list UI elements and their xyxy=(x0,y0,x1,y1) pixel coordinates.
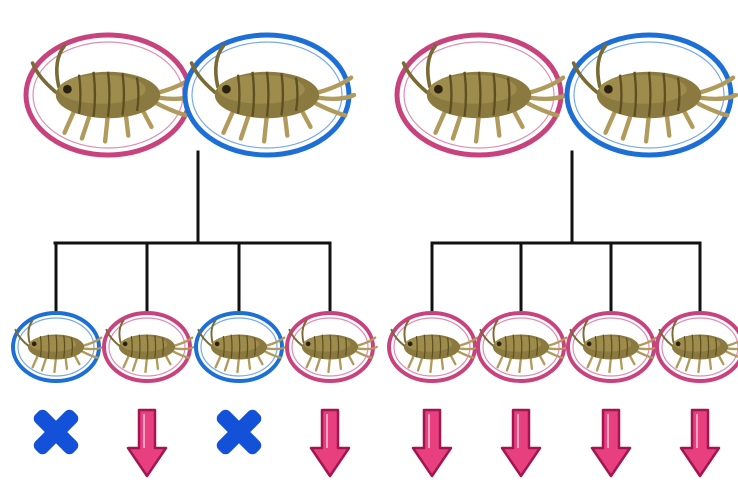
organisms xyxy=(13,35,738,381)
parent-female xyxy=(397,35,566,155)
outcome-markers xyxy=(18,394,719,476)
offspring-female xyxy=(478,313,568,381)
down-arrow-icon xyxy=(592,410,630,476)
offspring-female xyxy=(568,313,658,381)
down-arrow-icon xyxy=(311,410,349,476)
parent-female xyxy=(26,35,195,155)
down-arrow-icon xyxy=(502,410,540,476)
offspring-female xyxy=(657,313,738,381)
parent-male xyxy=(567,35,736,155)
cross-icon xyxy=(18,394,94,470)
offspring-female xyxy=(287,313,377,381)
down-arrow-icon xyxy=(413,410,451,476)
offspring-male xyxy=(196,313,286,381)
offspring-female xyxy=(389,313,479,381)
pedigree-lines xyxy=(55,152,700,313)
parent-male xyxy=(185,35,354,155)
down-arrow-icon xyxy=(128,410,166,476)
cross-icon xyxy=(201,394,277,470)
offspring-male xyxy=(13,313,103,381)
down-arrow-icon xyxy=(681,410,719,476)
offspring-female xyxy=(104,313,194,381)
